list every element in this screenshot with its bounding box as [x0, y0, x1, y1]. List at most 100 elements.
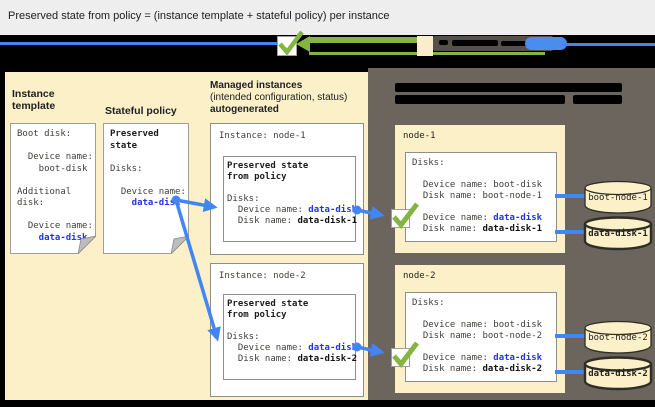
- doc-line: Device name:: [110, 186, 186, 197]
- redacted-text-bar: [501, 41, 541, 46]
- page-title: Preserved state from policy = (instance …: [8, 10, 390, 22]
- box-heading: from policy: [227, 172, 287, 182]
- blank-line: [17, 175, 93, 187]
- doc-heading: Preserved: [110, 129, 159, 139]
- vm-disks-box: Disks: Device name: boot-disk Disk name:…: [405, 152, 557, 242]
- redacted-text-bar: [395, 95, 565, 104]
- attach-line-right: [563, 43, 655, 46]
- device-name-line: Device name: data-disk: [227, 205, 358, 215]
- disk-label: data-disk-2: [588, 369, 648, 379]
- disk-label: data-disk-1: [588, 229, 648, 239]
- box-heading: Preserved state: [227, 161, 309, 171]
- disks-line: Disks:: [412, 158, 445, 168]
- disk-name-line: Disk name: data-disk-2: [227, 354, 358, 364]
- green-checkmark-icon: [278, 30, 304, 56]
- doc-heading: state: [110, 140, 138, 151]
- vm-node-2: node-2 Disks: Device name: boot-disk Dis…: [395, 265, 565, 393]
- managed-instance-node-2: Instance: node-2 Preserved state from po…: [210, 263, 364, 397]
- disk-attach-line: [555, 370, 585, 374]
- doc-line: disk:: [17, 198, 45, 208]
- cylinder-icon: [584, 320, 652, 354]
- folded-corner-icon: [171, 236, 189, 254]
- disk-cylinder-data-disk-1: data-disk-1: [583, 215, 653, 251]
- legend-checkmark-box: [277, 30, 304, 56]
- legend-strip: [0, 30, 655, 72]
- green-checkmark-icon: [392, 202, 419, 229]
- disk-name-line: Disk name: data-disk-2: [412, 364, 543, 374]
- blank-line: [412, 309, 542, 320]
- preserved-state-box: Preserved state from policy Disks: Devic…: [223, 156, 358, 242]
- cylinder-icon: [583, 356, 653, 391]
- persistent-disk-capsule-icon: [525, 37, 567, 50]
- vm-disks-box: Disks: Device name: boot-disk Disk name:…: [405, 292, 557, 382]
- instance-title: Instance: node-1: [219, 131, 306, 141]
- vm-name: node-2: [403, 271, 436, 281]
- mig-config-panel: Instance template Boot disk: Device name…: [5, 72, 368, 400]
- blank-line: [17, 141, 93, 153]
- doc-line: boot-disk: [17, 163, 88, 174]
- disk-attach-line: [555, 194, 585, 198]
- stateful-policy-doc: Preserved state Disks: Device name: data…: [103, 123, 189, 254]
- instance-template-label: Instance template: [12, 88, 56, 112]
- doc-line-data-disk: data-disk: [17, 232, 88, 243]
- title-bar: Preserved state from policy = (instance …: [0, 0, 655, 35]
- redacted-text-bar: [573, 95, 622, 104]
- redacted-text-bar: [452, 40, 498, 46]
- disk-label: boot-node-2: [588, 333, 648, 343]
- green-checkmark-icon: [392, 341, 419, 368]
- attach-line-left: [0, 42, 277, 45]
- redacted-text-bar: [439, 40, 448, 45]
- blank-line: [412, 342, 542, 353]
- blank-line: [17, 210, 93, 222]
- redacted-text-bar: [395, 83, 622, 92]
- disk-name-line: Disk name: boot-node-1: [412, 191, 543, 201]
- doc-line: Device name:: [17, 152, 93, 162]
- doc-line: Additional: [17, 186, 72, 197]
- device-name-line: Device name: boot-disk: [412, 320, 543, 330]
- device-name-line: Device name: data-disk: [412, 353, 543, 363]
- disk-attach-line: [555, 230, 585, 234]
- device-name-line: Device name: data-disk: [412, 213, 543, 223]
- doc-line: Device name:: [17, 221, 93, 231]
- disk-cylinder-boot-node-2: boot-node-2: [583, 319, 653, 355]
- stateful-policy-label: Stateful policy: [105, 105, 177, 117]
- vm-name: node-1: [403, 131, 436, 141]
- disks-line: Disks:: [412, 298, 445, 308]
- blank-line: [227, 183, 357, 194]
- managed-instance-node-1: Instance: node-1 Preserved state from po…: [210, 123, 364, 255]
- disk-name-line: Disk name: data-disk-1: [227, 216, 358, 226]
- disk-name-line: Disk name: boot-node-2: [412, 331, 543, 341]
- doc-line: Disks:: [110, 163, 143, 174]
- vm-node-1: node-1 Disks: Device name: boot-disk Dis…: [395, 125, 565, 253]
- doc-line: Boot disk:: [17, 129, 72, 139]
- doc-line-data-disk: data-disk: [110, 198, 181, 208]
- cylinder-icon: [583, 216, 653, 251]
- device-name-line: Device name: data-disk: [227, 343, 358, 353]
- blank-line: [110, 175, 186, 187]
- blank-line: [110, 152, 186, 164]
- folded-corner-icon: [78, 236, 96, 254]
- disks-line: Disks:: [227, 194, 260, 204]
- device-name-line: Device name: boot-disk: [412, 180, 543, 190]
- stateful-checkmark-box-node-2: [391, 341, 419, 368]
- disk-cylinder-boot-node-1: boot-node-1: [583, 179, 653, 215]
- legend-label-panel: [433, 36, 553, 51]
- apply-arrow-head-icon: [296, 36, 310, 52]
- disk-name-line: Disk name: data-disk-1: [412, 224, 543, 234]
- stateful-checkmark-box-node-1: [391, 202, 419, 229]
- cylinder-icon: [584, 180, 652, 214]
- disk-cylinder-data-disk-2: data-disk-2: [583, 355, 653, 391]
- apply-arrow-shaft: [309, 37, 417, 43]
- disk-attach-line: [555, 334, 585, 338]
- vm-box-icon: [417, 36, 433, 56]
- blank-line: [412, 202, 542, 213]
- instance-template-doc: Boot disk: Device name: boot-disk Additi…: [10, 123, 96, 254]
- instance-title: Instance: node-2: [219, 271, 306, 281]
- managed-instances-header: Managed instances (intended configuratio…: [210, 80, 348, 115]
- box-heading: from policy: [227, 310, 287, 320]
- blank-line: [412, 169, 542, 180]
- disks-line: Disks:: [227, 332, 260, 342]
- blank-line: [227, 321, 357, 332]
- box-heading: Preserved state: [227, 299, 309, 309]
